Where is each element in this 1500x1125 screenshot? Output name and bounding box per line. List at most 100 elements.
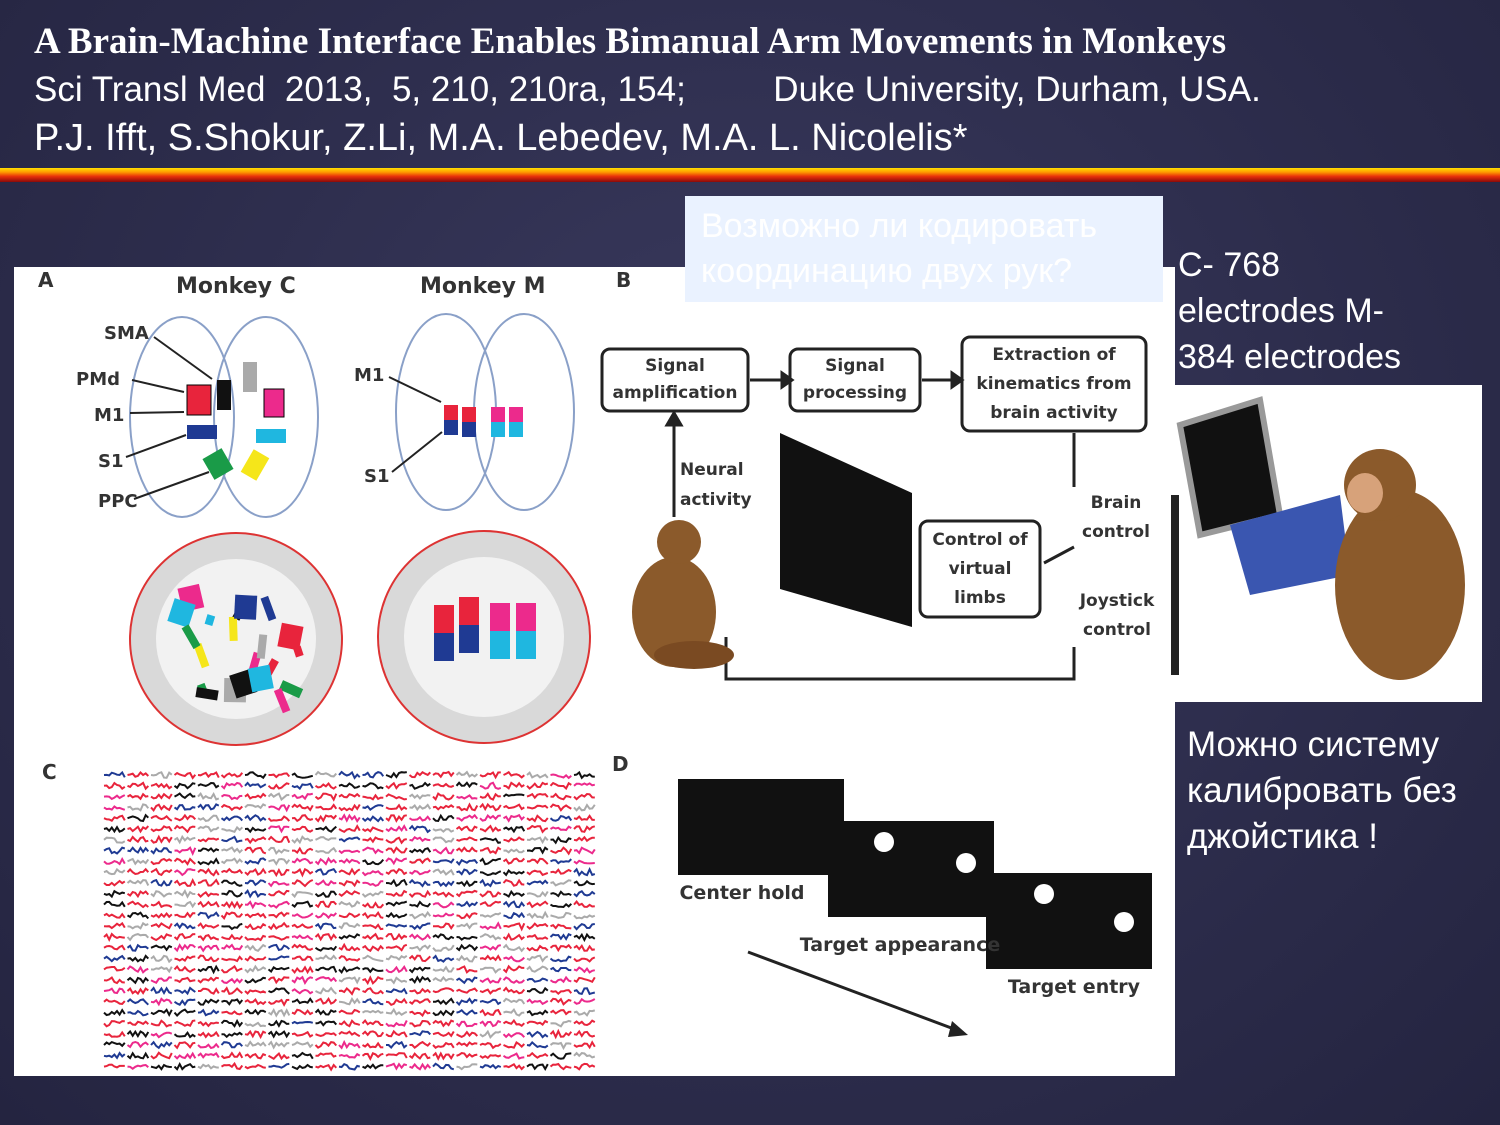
trace — [479, 846, 502, 855]
trace — [127, 771, 150, 778]
trace — [362, 858, 385, 866]
neural-activity-label: Neural activity — [680, 460, 752, 510]
trace — [385, 836, 408, 845]
trace — [291, 988, 314, 995]
trace — [550, 923, 572, 930]
trace — [291, 1030, 314, 1038]
trace — [455, 997, 478, 1007]
trace — [456, 868, 478, 876]
trace — [408, 815, 432, 822]
trace — [221, 900, 244, 910]
neural-traces — [103, 770, 596, 1072]
trace — [385, 814, 407, 823]
trace — [432, 1041, 455, 1049]
brain-control-label: Brain control — [1082, 493, 1150, 542]
svg-text:PPC: PPC — [98, 491, 138, 512]
trace — [503, 911, 526, 919]
trace — [456, 813, 479, 822]
trace — [385, 781, 408, 790]
electrode-array — [195, 687, 219, 701]
trace — [432, 1062, 455, 1071]
trace — [409, 987, 432, 995]
trace — [268, 1051, 290, 1061]
trace — [244, 836, 267, 845]
trace — [244, 857, 267, 865]
trace — [526, 824, 549, 834]
trace — [432, 804, 455, 811]
trace — [385, 997, 408, 1006]
trace — [173, 771, 197, 780]
trace — [291, 912, 314, 919]
trace — [127, 845, 150, 854]
trace — [221, 955, 244, 963]
trace — [362, 923, 384, 931]
trace — [479, 878, 501, 888]
trace — [573, 835, 595, 843]
trace — [573, 976, 596, 984]
trace — [314, 782, 337, 790]
trace — [221, 889, 244, 898]
box-signal-amplification: Signal amplification — [612, 356, 738, 403]
panel-b-label: B — [616, 268, 631, 292]
trace — [268, 867, 290, 878]
trace — [173, 824, 196, 834]
trace — [573, 922, 595, 931]
trace — [197, 1042, 220, 1050]
trace — [526, 879, 549, 886]
trace — [197, 857, 220, 866]
trace — [456, 1051, 478, 1059]
trace — [315, 803, 338, 811]
trace — [126, 987, 149, 996]
trace — [502, 932, 525, 941]
trace — [409, 922, 431, 931]
trace — [103, 954, 126, 963]
trace — [197, 922, 220, 930]
trace — [409, 847, 432, 854]
electrode-array — [256, 634, 268, 659]
trace — [550, 879, 572, 887]
trace — [173, 782, 196, 790]
trace — [479, 814, 501, 822]
trace — [197, 791, 220, 801]
trace — [432, 933, 455, 941]
trace — [573, 846, 596, 855]
trace — [526, 986, 549, 994]
trace — [291, 879, 314, 888]
trace — [126, 879, 150, 886]
trace — [221, 1010, 243, 1016]
trace — [338, 922, 361, 930]
trace — [479, 837, 501, 844]
trace — [174, 846, 197, 857]
trace — [385, 932, 408, 941]
trace — [479, 900, 502, 907]
trace — [314, 922, 337, 931]
trace — [432, 1009, 455, 1017]
trace — [244, 826, 267, 834]
electrode-array — [278, 680, 304, 699]
trace — [267, 846, 290, 856]
trace — [150, 857, 173, 866]
trace — [503, 825, 526, 834]
trace — [291, 975, 314, 985]
trace — [267, 1019, 290, 1028]
trace — [526, 1063, 549, 1072]
trace — [503, 1062, 526, 1071]
trace — [291, 923, 314, 929]
virtual-screen — [780, 433, 912, 627]
trace — [479, 944, 502, 951]
trace — [150, 986, 173, 996]
trace — [314, 868, 338, 876]
trace — [267, 835, 291, 844]
trace — [244, 781, 267, 789]
trace — [432, 965, 455, 973]
trace — [361, 901, 385, 909]
trace — [573, 1051, 596, 1059]
trace — [408, 889, 432, 898]
trace — [526, 814, 549, 823]
trace — [433, 997, 455, 1006]
trace — [103, 921, 126, 930]
monkey-c-label: Monkey C — [176, 274, 296, 299]
trace — [573, 1040, 596, 1050]
trace — [550, 835, 572, 845]
trace — [127, 1063, 149, 1070]
